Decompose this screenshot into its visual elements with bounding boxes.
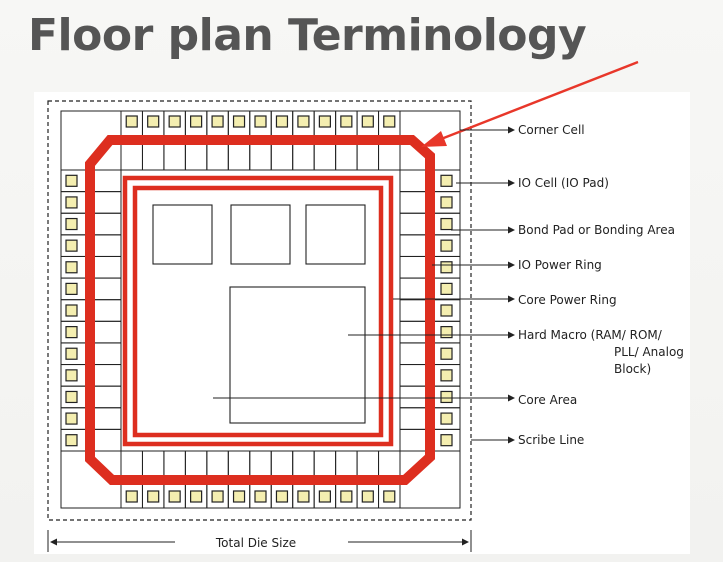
hard-macro [229,286,366,424]
core-power-ring-inner [132,185,384,438]
label-hard-macro-line1: Hard Macro (RAM/ ROM/ [518,328,663,342]
bond-pad [440,434,453,447]
bond-pad [440,304,453,317]
label-hard-macro-line2: PLL/ Analog [614,345,684,359]
bond-pad [65,434,78,447]
macro-block [305,204,366,265]
page-title: Floor plan Terminology [28,10,587,61]
label-hard-macro-line3: Block) [614,362,651,376]
pointer-arrow-head [421,131,447,147]
bond-pad [232,115,246,128]
bond-pad [275,115,289,128]
bond-pad [318,490,331,503]
core-power-ring-outer [122,175,394,447]
bond-pads [65,115,453,503]
bond-pad [340,490,353,503]
label-total-die-size: Total Die Size [215,536,296,550]
bond-pad [440,196,453,209]
bond-pad [147,115,160,128]
label-corner-cell: Corner Cell [518,123,585,137]
label-scribe-line: Scribe Line [518,433,584,447]
io-power-ring [85,135,435,485]
bond-pad [65,369,78,382]
bond-pad [361,490,374,503]
bond-pad [125,490,138,503]
bond-pad [440,369,453,382]
bond-pad [318,115,331,128]
bond-pad [340,115,353,128]
bond-pad [65,390,78,404]
bond-pad [383,490,396,503]
bond-pad [440,390,453,404]
scribe-line-boundary [47,100,472,521]
bond-pad [147,490,160,503]
label-core-area: Core Area [518,393,577,407]
bond-pad [65,282,78,295]
bond-pad [440,174,453,187]
bond-pad [65,261,78,274]
bond-pad [254,115,267,128]
bond-pad [65,304,78,317]
label-bond-pad: Bond Pad or Bonding Area [518,223,675,237]
bond-pad [440,326,453,339]
bond-pad [65,412,78,425]
bond-pad [211,490,224,503]
bond-pad [361,115,374,128]
pointer-arrow-shaft [435,60,639,143]
bond-pad [440,261,453,274]
bond-pad [211,115,224,128]
bond-pad [440,239,453,252]
bond-pad [65,217,78,231]
bond-pad [65,196,78,209]
label-core-power-ring: Core Power Ring [518,293,617,307]
bond-pad [297,490,310,503]
bond-pad [125,115,138,128]
bond-pad [275,490,289,503]
bond-pad [232,490,246,503]
macro-block [230,204,291,265]
bond-pad [65,347,78,360]
bond-pad [190,490,203,503]
bond-pad [168,490,181,503]
bond-pad [297,115,310,128]
bond-pad [440,282,453,295]
bond-pad [168,115,181,128]
bond-pad [254,490,267,503]
bond-pad [440,217,453,231]
label-io-power-ring: IO Power Ring [518,258,602,272]
bond-pad [440,412,453,425]
bond-pad [190,115,203,128]
bond-pad [65,239,78,252]
label-io-cell: IO Cell (IO Pad) [518,176,609,190]
bond-pad [383,115,396,128]
macro-block [152,204,213,265]
bond-pad [65,326,78,339]
bond-pad [65,174,78,187]
bond-pad [440,347,453,360]
